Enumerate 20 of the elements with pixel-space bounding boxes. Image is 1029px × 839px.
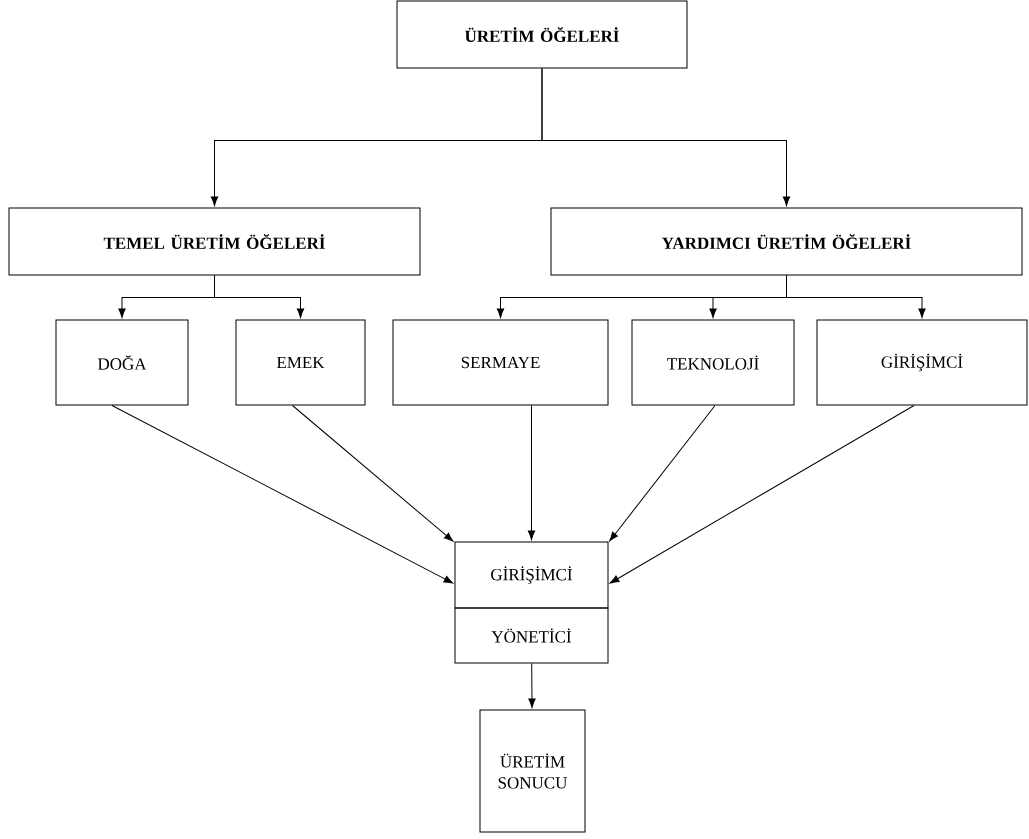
category-box: TEMEL ÜRETİM ÖĞELERİ	[8, 207, 421, 276]
arrow	[527, 405, 536, 540]
element-box: DOĞA	[55, 319, 189, 406]
element-box: TEKNOLOJİ	[631, 319, 795, 406]
element-box: EMEK	[235, 319, 366, 406]
category-box: YARDIMCI ÜRETİM ÖĞELERİ	[550, 207, 1023, 276]
role-box: GİRİŞİMCİ	[454, 541, 609, 609]
arrow	[292, 405, 454, 542]
arrow	[528, 663, 536, 708]
element-box: GİRİŞİMCİ	[816, 319, 1028, 406]
connector-arrow	[786, 275, 926, 318]
connector-arrow	[214, 275, 305, 318]
result-box: ÜRETİM SONUCU	[479, 709, 586, 833]
arrow	[111, 405, 454, 584]
connector-arrow	[541, 68, 791, 206]
arrow	[609, 405, 915, 584]
element-box: SERMAYE	[392, 319, 609, 406]
heading-box: ÜRETİM ÖĞELERİ	[396, 0, 688, 69]
role-box: YÖNETİCİ	[454, 607, 609, 664]
arrow	[609, 405, 716, 542]
